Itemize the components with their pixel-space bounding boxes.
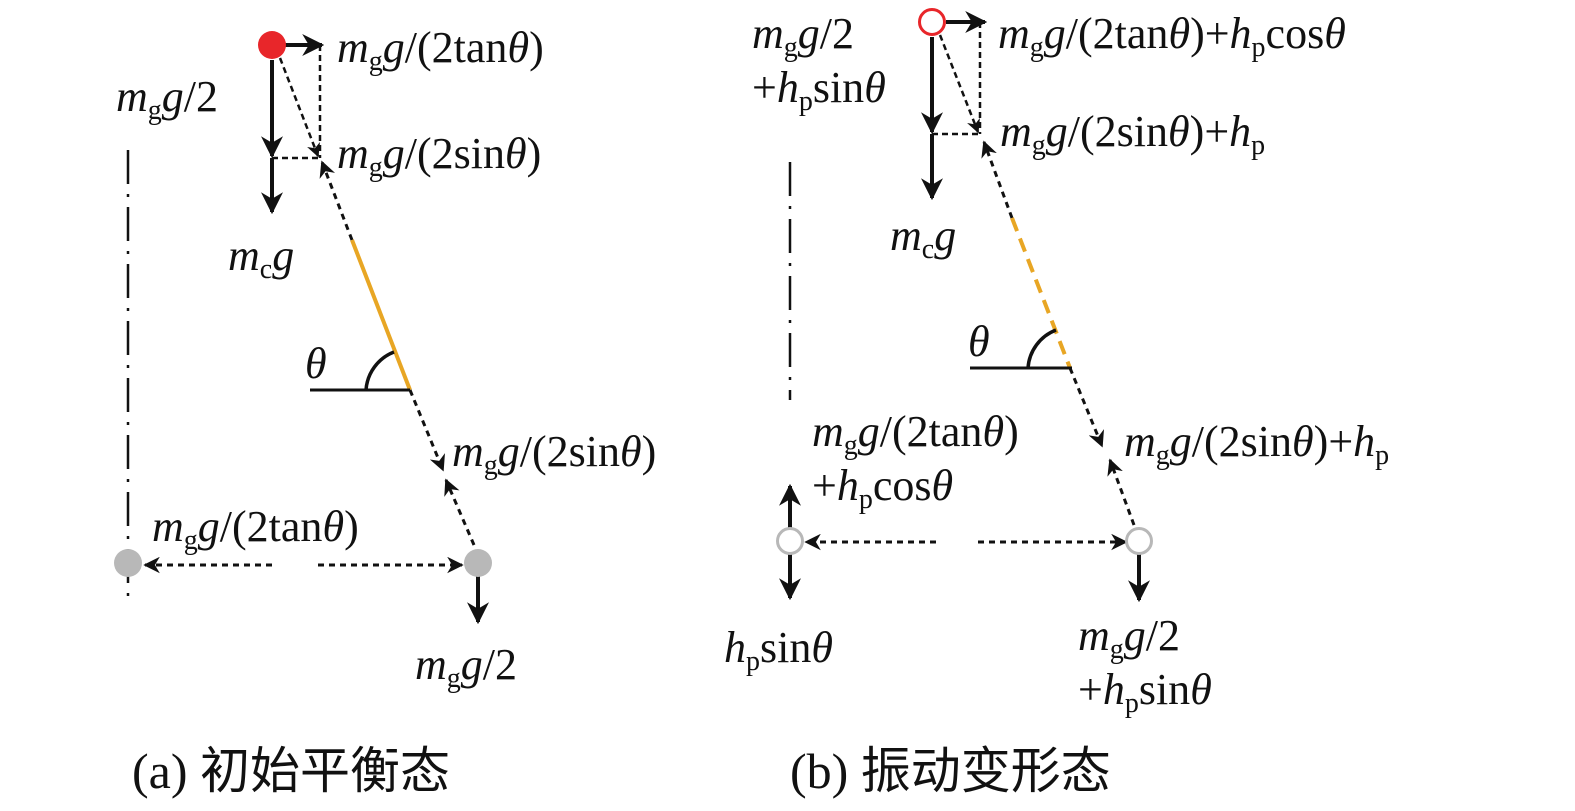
bottom-cable-tension-arrow-a (408, 389, 445, 472)
bottom-diag-force-arrow-a (444, 478, 476, 546)
label-top-half-weight-a: mgg/2 (116, 72, 218, 126)
bottom-left-node-b (776, 527, 804, 555)
label-bottom-h-force-a: mgg/(2tanθ) (152, 502, 359, 556)
label-bottom-diag-force-b: mgg/(2sinθ)+hp (1124, 417, 1389, 471)
caption-a: (a) 初始平衡态 (132, 743, 450, 799)
bottom-right-node-b (1125, 527, 1153, 555)
label-bottom-half-weight-b: mgg/2+hpsinθ (1078, 611, 1212, 719)
panel-a: mgg/(2tanθ) mgg/2 mgg/(2sinθ) mcg θ mgg/… (114, 23, 656, 799)
label-bottom-diag-force-a: mgg/(2sinθ) (452, 427, 656, 481)
label-top-half-weight-b: mgg/2+hpsinθ (752, 9, 886, 117)
label-angle-a: θ (305, 339, 327, 388)
label-cable-weight-b: mcg (890, 211, 956, 265)
label-top-h-force-b: mgg/(2tanθ)+hpcosθ (998, 9, 1346, 63)
triangle-diagonal-a (278, 57, 320, 158)
caption-b: (b) 振动变形态 (790, 743, 1111, 799)
bottom-cable-tension-arrow-b (1068, 367, 1104, 448)
label-top-diag-force-b: mgg/(2sinθ)+hp (1000, 107, 1265, 161)
bottom-right-node-a (464, 549, 492, 577)
bottom-diag-force-arrow-b (1107, 458, 1136, 526)
triangle-diagonal-b (938, 34, 980, 134)
angle-arc-a (364, 350, 395, 391)
panel-b: mgg/2+hpsinθ mgg/(2tanθ)+hpcosθ mgg/(2si… (724, 8, 1389, 799)
top-cable-tension-arrow-b (981, 140, 1014, 219)
label-cable-weight-a: mcg (228, 231, 294, 285)
top-node-a (258, 31, 286, 59)
cable-segment-a (350, 239, 412, 391)
bottom-left-node-a (114, 549, 142, 577)
label-left-vertical-force-b: hpsinθ (724, 623, 833, 677)
angle-arc-b (1026, 328, 1057, 369)
label-bottom-h-force-b: mgg/(2tanθ)+hpcosθ (812, 407, 1019, 515)
top-node-b (918, 8, 946, 36)
label-angle-b: θ (968, 317, 990, 366)
label-bottom-half-weight-a: mgg/2 (415, 640, 517, 694)
top-cable-tension-arrow-a (319, 160, 354, 241)
cable-segment-b (1010, 217, 1072, 369)
label-top-h-force-a: mgg/(2tanθ) (337, 23, 544, 77)
label-top-diag-force-a: mgg/(2sinθ) (337, 129, 541, 183)
